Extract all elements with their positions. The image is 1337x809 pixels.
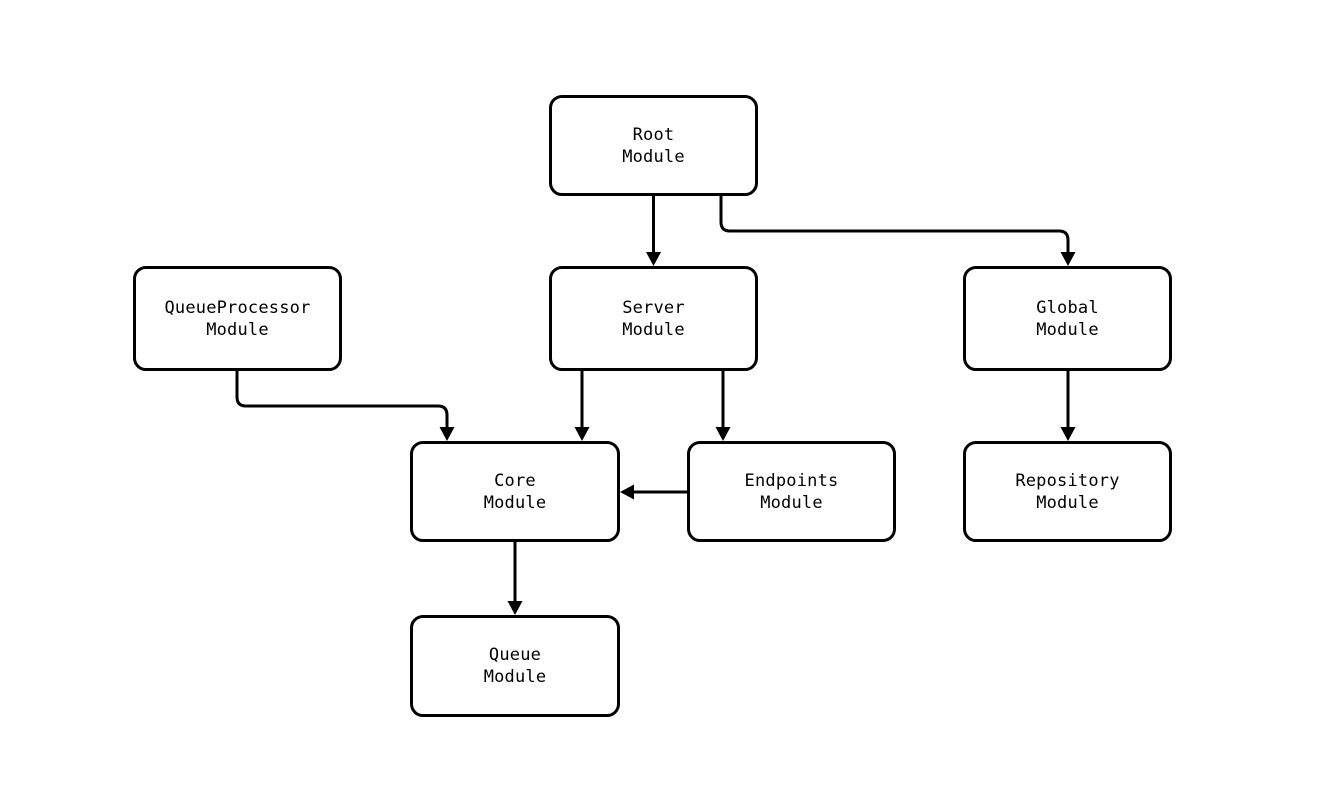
node-queue-module[interactable]: Queue Module [410, 615, 620, 717]
node-server-module-label: Server Module [622, 297, 685, 340]
node-global-module-label: Global Module [1036, 297, 1099, 340]
edge-root-to-server [646, 196, 661, 266]
node-repository-module-label: Repository Module [1015, 470, 1120, 513]
node-core-module-label: Core Module [483, 470, 547, 513]
edge-core-to-queue [507, 542, 523, 615]
node-repository-module[interactable]: Repository Module [963, 441, 1172, 542]
edge-endpoints-to-core [620, 484, 687, 500]
node-queue-module-label: Queue Module [483, 645, 547, 687]
node-queueprocessor-module[interactable]: QueueProcessor Module [133, 266, 342, 371]
node-core-module[interactable]: Core Module [410, 441, 620, 542]
node-root-module-label: Root Module [622, 124, 685, 167]
node-global-module[interactable]: Global Module [963, 266, 1172, 371]
edge-server-to-endpoints [715, 371, 731, 441]
node-queueprocessor-module-label: QueueProcessor Module [164, 297, 311, 340]
edge-global-to-repository [1060, 371, 1076, 441]
edge-root-to-global [719, 196, 1076, 266]
node-server-module[interactable]: Server Module [549, 266, 758, 371]
edge-queueprocessor-to-core [235, 371, 455, 441]
node-endpoints-module-label: Endpoints Module [744, 470, 839, 513]
edge-server-to-core [574, 371, 590, 441]
node-endpoints-module[interactable]: Endpoints Module [687, 441, 896, 542]
node-root-module[interactable]: Root Module [549, 95, 758, 196]
